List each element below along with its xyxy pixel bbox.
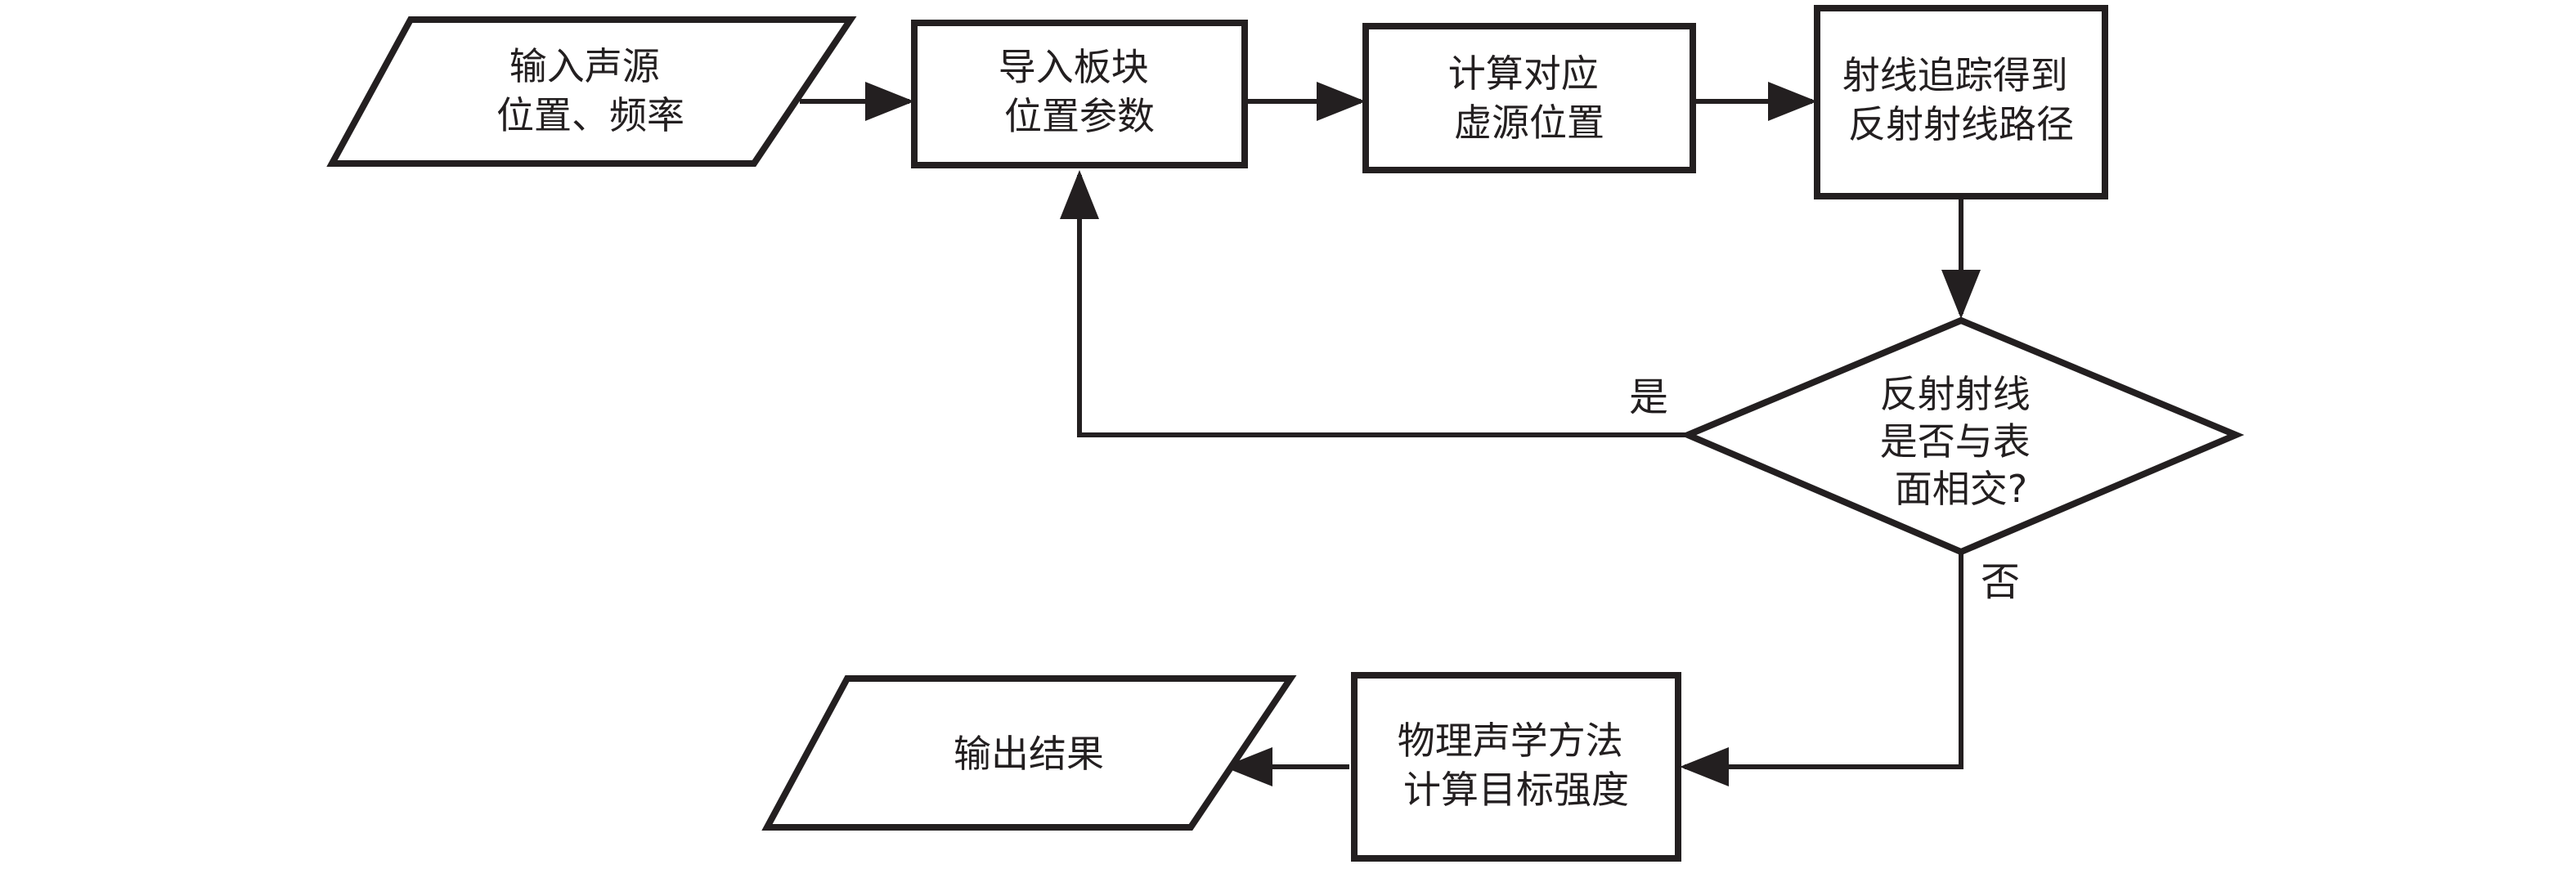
arrow-no-to-physical <box>1680 552 1963 786</box>
ray-tracing-line-1: 射线追踪得到 <box>1842 53 2068 97</box>
physical-acoustics-line-2: 计算目标强度 <box>1403 768 1629 812</box>
physical-acoustics-line-1: 物理声学方法 <box>1398 719 1623 763</box>
svg-text:导入板块 位置参数: 导入板块 位置参数 <box>999 45 1161 138</box>
node-import-plates: 导入板块 位置参数 <box>911 20 1248 168</box>
ray-tracing-line-2: 反射射线路径 <box>1848 102 2074 146</box>
svg-text:输入声源 位置、频率: 输入声源 位置、频率 <box>496 44 684 137</box>
rectangle-shape <box>1351 672 1681 862</box>
svg-text:射线追踪得到 反射射线路径: 射线追踪得到 反射射线路径 <box>1842 53 2080 146</box>
decision-line-1: 反射射线 <box>1880 372 2031 416</box>
svg-text:输出结果: 输出结果 <box>954 732 1104 776</box>
parallelogram-shape <box>326 16 857 167</box>
node-compute-virtual: 计算对应 虚源位置 <box>1362 23 1696 173</box>
input-source-line-2: 位置、频率 <box>496 93 684 137</box>
node-ray-tracing: 射线追踪得到 反射射线路径 <box>1814 5 2108 199</box>
no-label: 否 <box>1981 559 2020 605</box>
compute-virtual-line-2: 虚源位置 <box>1454 101 1604 145</box>
yes-label: 是 <box>1629 374 1668 420</box>
decision-line-3: 面相交? <box>1895 467 2027 511</box>
import-plates-line-1: 导入板块 <box>999 45 1149 89</box>
rectangle-shape <box>1362 23 1696 173</box>
decision-line-2: 是否与表 <box>1880 419 2031 464</box>
svg-text:物理声学方法 计算目标强度: 物理声学方法 计算目标强度 <box>1398 719 1636 812</box>
output-result-line-1: 输出结果 <box>954 732 1104 776</box>
arrow-yes-back-to-import <box>1060 170 1688 437</box>
parallelogram-shape <box>761 675 1297 831</box>
rectangle-shape <box>911 20 1248 168</box>
node-physical-acoustics: 物理声学方法 计算目标强度 <box>1351 672 1681 862</box>
svg-text:计算对应 虚源位置: 计算对应 虚源位置 <box>1448 52 1611 145</box>
node-output-result: 输出结果 <box>761 675 1297 831</box>
rectangle-shape <box>1814 5 2108 199</box>
edges <box>800 82 1981 786</box>
diamond-shape <box>1679 316 2245 556</box>
node-intersect-decision: 反射射线 是否与表 面相交? <box>1679 316 2245 556</box>
import-plates-line-2: 位置参数 <box>1004 94 1155 138</box>
svg-text:反射射线 是否与表 面相交?: 反射射线 是否与表 面相交? <box>1880 372 2043 511</box>
input-source-line-1: 输入声源 <box>509 44 660 88</box>
node-input-source: 输入声源 位置、频率 <box>326 16 857 167</box>
compute-virtual-line-1: 计算对应 <box>1448 52 1599 96</box>
